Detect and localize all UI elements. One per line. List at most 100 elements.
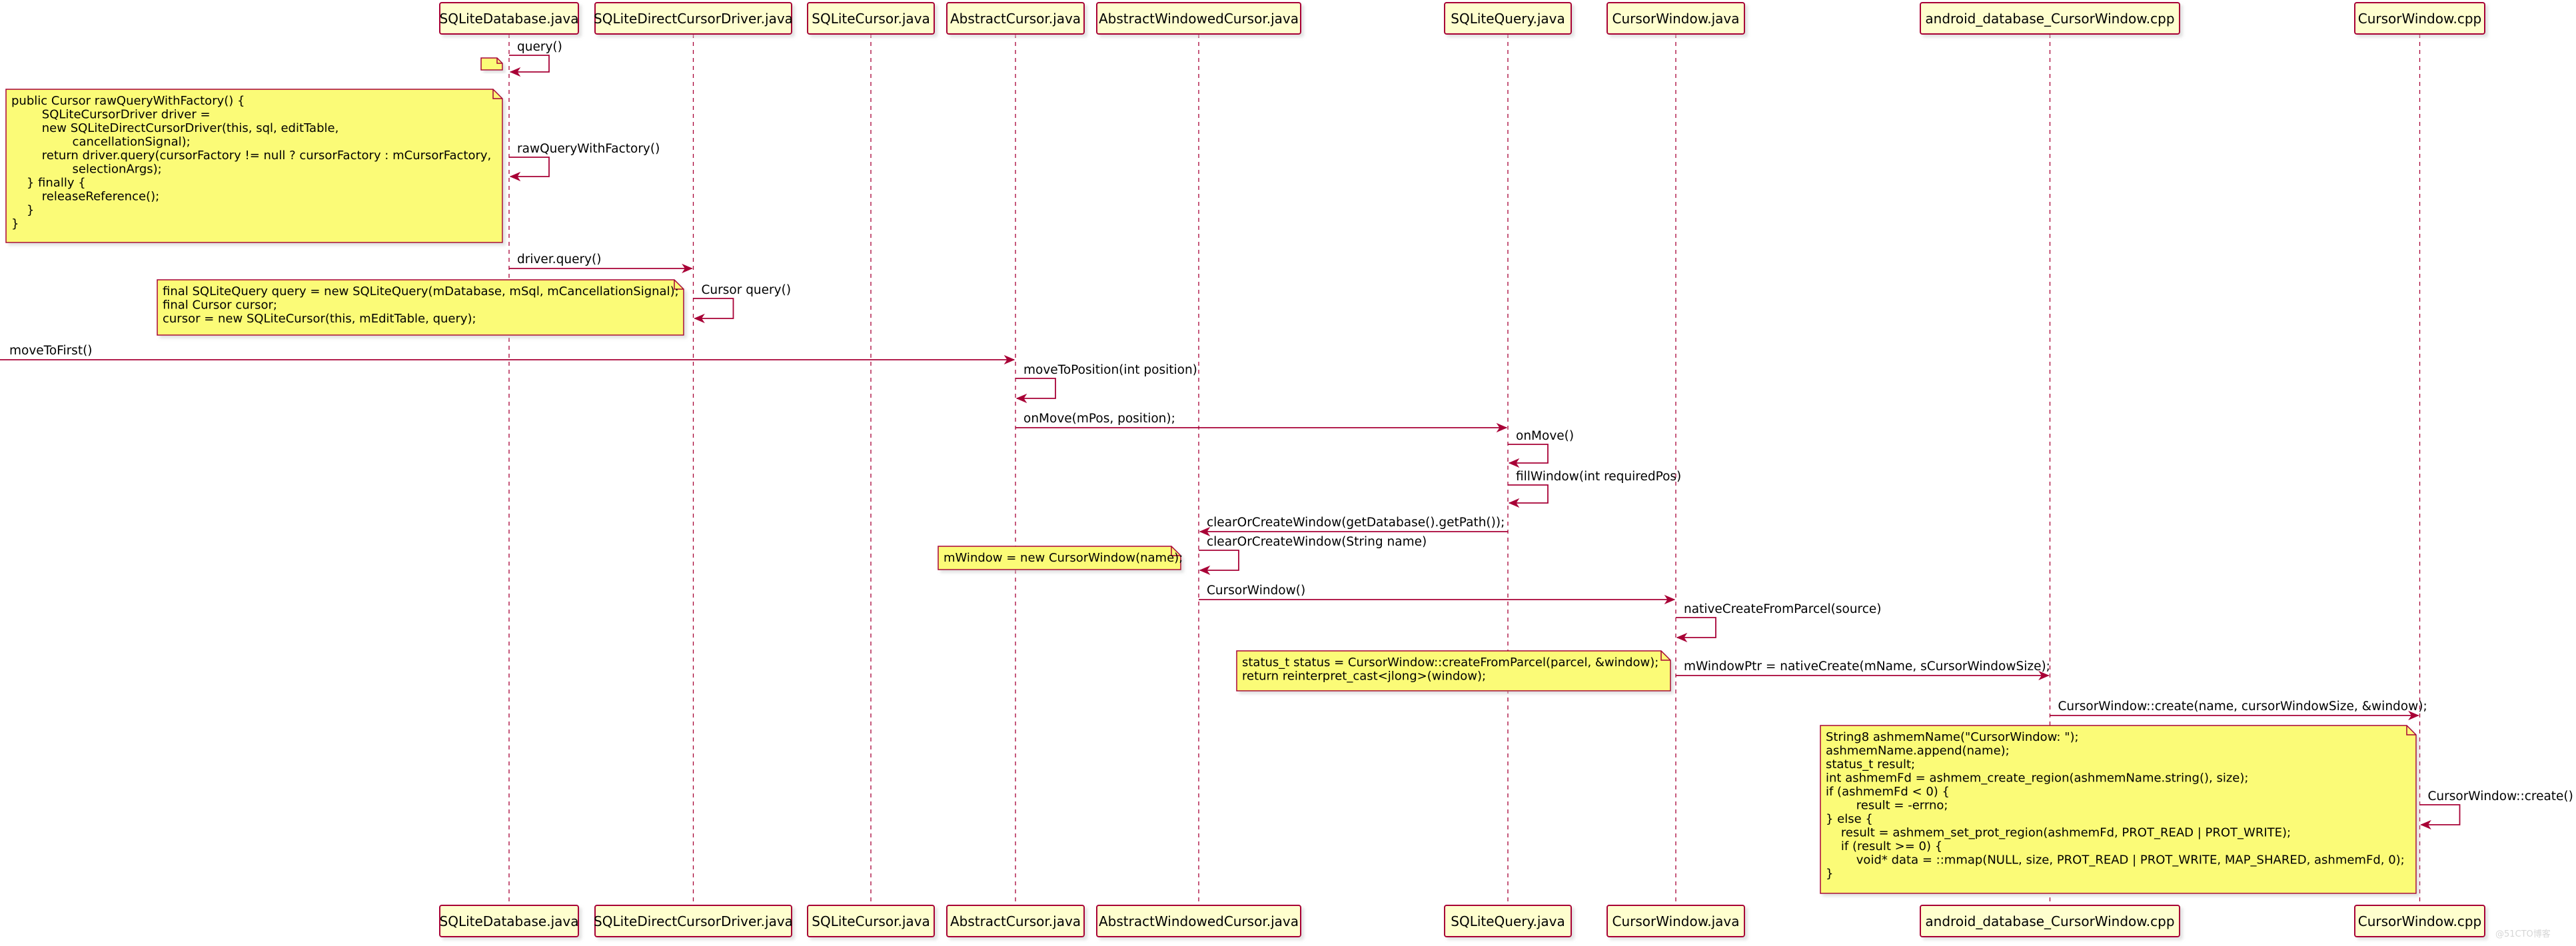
note-line: result = ashmem_set_prot_region(ashmemFd…	[1826, 826, 2291, 840]
note-fold	[2406, 725, 2416, 735]
note-line: return driver.query(cursorFactory != nul…	[11, 149, 491, 163]
message-label: moveToPosition(int position)	[1023, 363, 1197, 377]
message-line	[509, 55, 550, 73]
message-label: onMove()	[1516, 429, 1574, 443]
note-line: mWindow = new CursorWindow(name);	[944, 551, 1183, 565]
message-line	[693, 298, 734, 319]
participant-label: SQLiteDatabase.java	[440, 11, 579, 27]
arrow-head	[509, 67, 521, 77]
message-m-clearorcreate-call: clearOrCreateWindow(getDatabase().getPat…	[1199, 516, 1508, 537]
participant-label: AbstractWindowedCursor.java	[1099, 913, 1299, 929]
lifelines	[508, 34, 2421, 905]
note-fold	[1171, 546, 1181, 556]
message-label: rawQueryWithFactory()	[517, 142, 660, 156]
message-line	[1508, 484, 1549, 504]
participant-query-bottom: SQLiteQuery.java	[1444, 905, 1572, 937]
participant-box	[1607, 2, 1745, 35]
notes: public Cursor rawQueryWithFactory() { SQ…	[5, 57, 2417, 894]
note-line: result = -errno;	[1826, 799, 1948, 813]
note-query	[480, 57, 503, 71]
participant-label: AbstractCursor.java	[950, 913, 1081, 929]
participant-abscursor-top: AbstractCursor.java	[946, 2, 1085, 35]
note-line: }	[11, 217, 19, 231]
message-label: CursorWindow::create(name, cursorWindowS…	[2058, 700, 2427, 713]
participant-box	[2354, 2, 2485, 35]
participant-box	[1444, 905, 1572, 937]
participant-cwcpp-bottom: CursorWindow.cpp	[2354, 905, 2485, 937]
participant-label: SQLiteQuery.java	[1451, 11, 1565, 27]
message-m-rawquery: rawQueryWithFactory()	[509, 142, 660, 182]
participant-label: SQLiteDatabase.java	[440, 913, 579, 929]
note-line: String8 ashmemName("CursorWindow: ");	[1826, 730, 2079, 744]
message-m-movetoposition: moveToPosition(int position)	[1015, 363, 1197, 404]
note-line: }	[1826, 867, 1833, 881]
participant-box	[807, 905, 935, 937]
note-line: final SQLiteQuery query = new SQLiteQuer…	[163, 284, 679, 298]
participant-cursorwindow-top: CursorWindow.java	[1607, 2, 1745, 35]
participant-cursor-bottom: SQLiteCursor.java	[807, 905, 935, 937]
participant-box	[946, 2, 1085, 35]
message-label: mWindowPtr = nativeCreate(mName, sCursor…	[1684, 660, 2050, 674]
participant-abswindowed-bottom: AbstractWindowedCursor.java	[1096, 905, 1301, 937]
note-line: public Cursor rawQueryWithFactory() {	[11, 94, 245, 108]
message-line	[1508, 444, 1549, 464]
participant-box	[594, 2, 792, 35]
note-body	[938, 546, 1181, 570]
arrow-head	[1199, 565, 1211, 576]
arrow-head	[1664, 594, 1676, 605]
participants-bottom: SQLiteDatabase.java SQLiteDirectCursorDri…	[439, 905, 2485, 937]
participant-box	[439, 905, 579, 937]
message-m-cursor-query: Cursor query()	[693, 283, 792, 324]
note-body	[157, 279, 684, 336]
note-body	[1820, 725, 2417, 894]
note-mwindow: mWindow = new CursorWindow(name);	[938, 546, 1183, 570]
arrow-head	[2420, 819, 2431, 830]
note-line: cancellationSignal);	[11, 135, 191, 149]
note-line: cursor = new SQLiteCursor(this, mEditTab…	[163, 312, 476, 326]
note-line: status_t status = CursorWindow::createFr…	[1242, 656, 1658, 670]
message-m-onmove-call: onMove(mPos, position);	[1015, 412, 1508, 433]
participant-abswindowed-top: AbstractWindowedCursor.java	[1096, 2, 1301, 35]
watermark-text: @51CTO博客	[2495, 929, 2551, 939]
note-line: return reinterpret_cast<jlong>(window);	[1242, 670, 1486, 684]
message-label: moveToFirst()	[9, 344, 93, 358]
participant-label: CursorWindow.cpp	[2358, 913, 2482, 929]
participant-label: AbstractCursor.java	[950, 11, 1081, 27]
participant-cwcpp-top: CursorWindow.cpp	[2354, 2, 2485, 35]
participant-label: SQLiteDirectCursorDriver.java	[594, 913, 793, 929]
note-line: } else {	[1826, 812, 1873, 826]
note-line: SQLiteCursorDriver driver =	[11, 108, 211, 122]
message-label: onMove(mPos, position);	[1023, 412, 1175, 426]
note-body	[1236, 650, 1671, 692]
note-fold	[1660, 651, 1670, 661]
arrow-head	[1199, 526, 1211, 537]
message-label: nativeCreateFromParcel(source)	[1684, 602, 1882, 616]
note-line: final Cursor cursor;	[163, 298, 277, 312]
participant-label: CursorWindow.java	[1612, 11, 1739, 27]
note-line: status_t result;	[1826, 757, 1915, 771]
participant-cursorwindow-bottom: CursorWindow.java	[1607, 905, 1745, 937]
note-ashmem: String8 ashmemName("CursorWindow: ");ash…	[1820, 725, 2417, 894]
note-line: releaseReference();	[11, 190, 159, 204]
message-m-query: query()	[509, 40, 562, 77]
participant-box	[1096, 905, 1301, 937]
message-m-onmove: onMove()	[1508, 429, 1574, 468]
message-m-nativecreate: mWindowPtr = nativeCreate(mName, sCursor…	[1676, 660, 2050, 681]
note-line: }	[11, 203, 34, 217]
arrow-head	[2408, 710, 2419, 721]
participant-androidcw-bottom: android_database_CursorWindow.cpp	[1920, 905, 2180, 937]
participant-label: SQLiteCursor.java	[812, 913, 930, 929]
participant-box	[439, 2, 579, 35]
message-m-cwcreate-call: CursorWindow::create(name, cursorWindowS…	[2050, 700, 2427, 721]
participant-box	[1096, 2, 1301, 35]
participant-box	[1444, 2, 1572, 35]
message-label: query()	[517, 40, 562, 54]
message-label: Cursor query()	[702, 283, 792, 297]
participant-label: CursorWindow.cpp	[2358, 11, 2482, 27]
message-m-nativecreatefromparcel: nativeCreateFromParcel(source)	[1676, 602, 1882, 643]
participant-query-top: SQLiteQuery.java	[1444, 2, 1572, 35]
participant-box	[1920, 2, 2180, 35]
participant-box	[807, 2, 935, 35]
message-line	[1199, 550, 1239, 571]
